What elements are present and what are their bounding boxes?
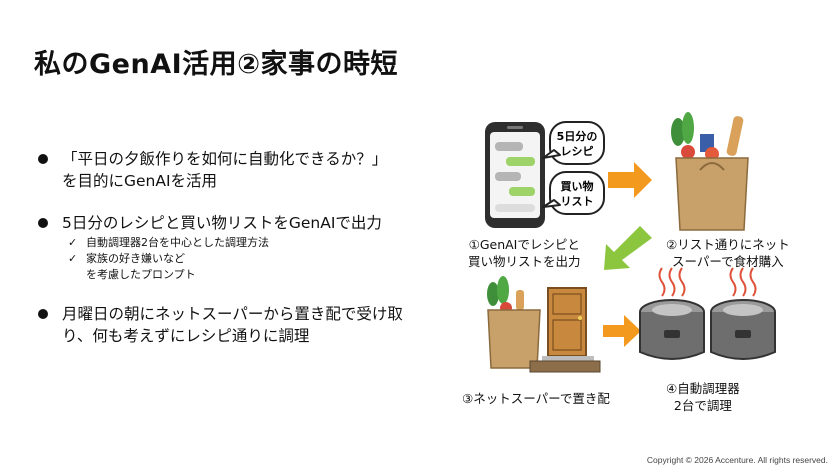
caption-step-4: ④自動調理器 2台で調理 — [666, 380, 740, 414]
bubble-recipe-line1: 5日分の — [557, 129, 598, 143]
doormat-icon — [529, 360, 601, 373]
bullet-line: 「平日の夕飯作りを如何に自動化できるか？」 — [62, 150, 388, 168]
caption-line: ①GenAIでレシピと — [468, 237, 580, 252]
caption-step-2: ②リスト通りにネット スーパーで食材購入 — [666, 236, 790, 270]
bullet-line: 月曜日の朝にネットスーパーから置き配で受け取 — [62, 305, 403, 323]
speech-bubble-shopping-list: 買い物 リスト — [542, 171, 605, 215]
sub-bullet-item: ✓ 自動調理器2台を中心とした調理方法 — [64, 235, 434, 251]
bubble-list-line1: 買い物 — [561, 179, 594, 193]
bullet-dot — [38, 218, 48, 228]
bullet-line: を目的にGenAIを活用 — [62, 172, 218, 190]
copyright-notice: Copyright © 2026 Accenture. All rights r… — [646, 455, 828, 465]
sub-bullet-text: 家族の好き嫌いなど — [86, 252, 185, 265]
smartphone-icon — [485, 122, 545, 228]
caption-step-3: ③ネットスーパーで置き配 — [462, 390, 610, 407]
caption-step-1: ①GenAIでレシピと 買い物リストを出力 — [468, 236, 581, 270]
bullet-dot — [38, 154, 48, 164]
caption-line: 2台で調理 — [673, 398, 732, 413]
bullet-item-goal: 「平日の夕飯作りを如何に自動化できるか？」 を目的にGenAIを活用 — [34, 148, 434, 192]
caption-line: スーパーで食材購入 — [672, 254, 784, 269]
bullet-item-output: 5日分のレシピと買い物リストをGenAIで出力 ✓ 自動調理器2台を中心とした調… — [34, 212, 434, 283]
sub-bullet-text: を考慮したプロンプト — [86, 268, 196, 281]
sub-bullet-list: ✓ 自動調理器2台を中心とした調理方法 ✓ 家族の好き嫌いなど を考慮したプロン… — [62, 235, 434, 283]
sub-bullet-item: ✓ 家族の好き嫌いなど — [64, 251, 434, 267]
bullet-list: 「平日の夕飯作りを如何に自動化できるか？」 を目的にGenAIを活用 5日分のレ… — [34, 148, 434, 347]
cooker-icon — [710, 267, 776, 360]
bullet-dot — [38, 309, 48, 319]
arrow-right-icon — [603, 315, 641, 347]
check-icon: ✓ — [68, 236, 78, 249]
check-icon: ✓ — [68, 252, 78, 265]
arrow-down-left-icon — [604, 226, 652, 270]
bullet-line: 5日分のレシピと買い物リストをGenAIで出力 — [62, 214, 382, 232]
sub-bullet-item-continued: を考慮したプロンプト — [64, 267, 434, 283]
slide-title: 私のGenAI活用②家事の時短 — [34, 49, 398, 80]
caption-line: ③ネットスーパーで置き配 — [462, 391, 610, 406]
speech-bubble-recipe: 5日分の レシピ — [542, 121, 605, 165]
grocery-bag-icon — [671, 112, 749, 231]
caption-line: ④自動調理器 — [666, 381, 740, 396]
cooker-icon — [639, 267, 705, 360]
bubble-list-line2: リスト — [561, 195, 594, 208]
arrow-right-icon — [608, 162, 652, 198]
caption-line: 買い物リストを出力 — [468, 254, 581, 269]
sub-bullet-text: 自動調理器2台を中心とした調理方法 — [86, 236, 269, 249]
bullet-line: り、何も考えずにレシピ通りに調理 — [62, 327, 310, 345]
bullet-item-cooking: 月曜日の朝にネットスーパーから置き配で受け取 り、何も考えずにレシピ通りに調理 — [34, 303, 434, 347]
delivery-bag-icon — [487, 276, 541, 369]
front-door-icon — [542, 287, 594, 361]
bubble-recipe-line2: レシピ — [561, 145, 594, 158]
caption-line: ②リスト通りにネット — [666, 237, 790, 252]
